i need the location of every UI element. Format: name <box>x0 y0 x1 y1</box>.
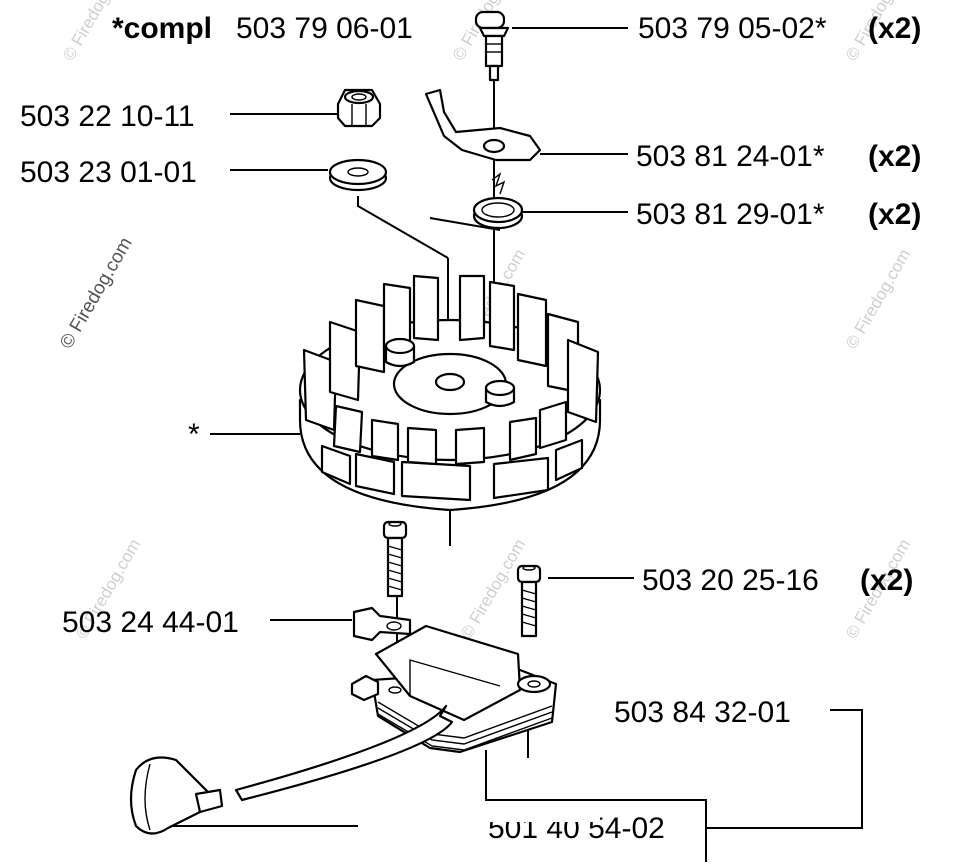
pawl-part <box>424 88 542 162</box>
spark-plug-cap-part <box>129 704 454 835</box>
flywheel-part <box>298 274 602 512</box>
watermark: © Firedog.com <box>842 246 914 352</box>
spring-qty-label: (x2) <box>868 198 921 231</box>
spring-part <box>472 172 524 230</box>
pin-part <box>474 10 510 82</box>
screw-right-part <box>516 564 542 638</box>
watermark: © Firedog.com <box>56 234 137 353</box>
pin-qty-label: (x2) <box>868 12 921 45</box>
ignition-module-part <box>350 624 558 754</box>
pin-number-label: 503 79 05-02* <box>638 12 827 45</box>
nut-label: 503 22 10-11 <box>20 100 195 133</box>
label-occluder <box>488 808 600 822</box>
ignition-module-label: 503 84 32-01 <box>614 696 791 729</box>
pawl-number-label: 503 81 24-01* <box>636 140 825 173</box>
nut-part <box>336 88 382 128</box>
spring-number-label: 503 81 29-01* <box>636 198 825 231</box>
terminal-label: 503 24 44-01 <box>62 606 239 639</box>
compl-label: *compl <box>112 12 212 45</box>
flywheel-marker-label: * <box>188 418 200 451</box>
washer-label: 503 23 01-01 <box>20 156 197 189</box>
watermark: © Firedog.com <box>457 536 529 642</box>
pawl-qty-label: (x2) <box>868 140 921 173</box>
screw-left-part <box>382 520 408 598</box>
screw-qty-label: (x2) <box>860 564 913 597</box>
compl-number-label: 503 79 06-01 <box>236 12 413 45</box>
terminal-part <box>352 606 412 642</box>
screw-number-label: 503 20 25-16 <box>642 564 819 597</box>
washer-part <box>328 158 388 192</box>
